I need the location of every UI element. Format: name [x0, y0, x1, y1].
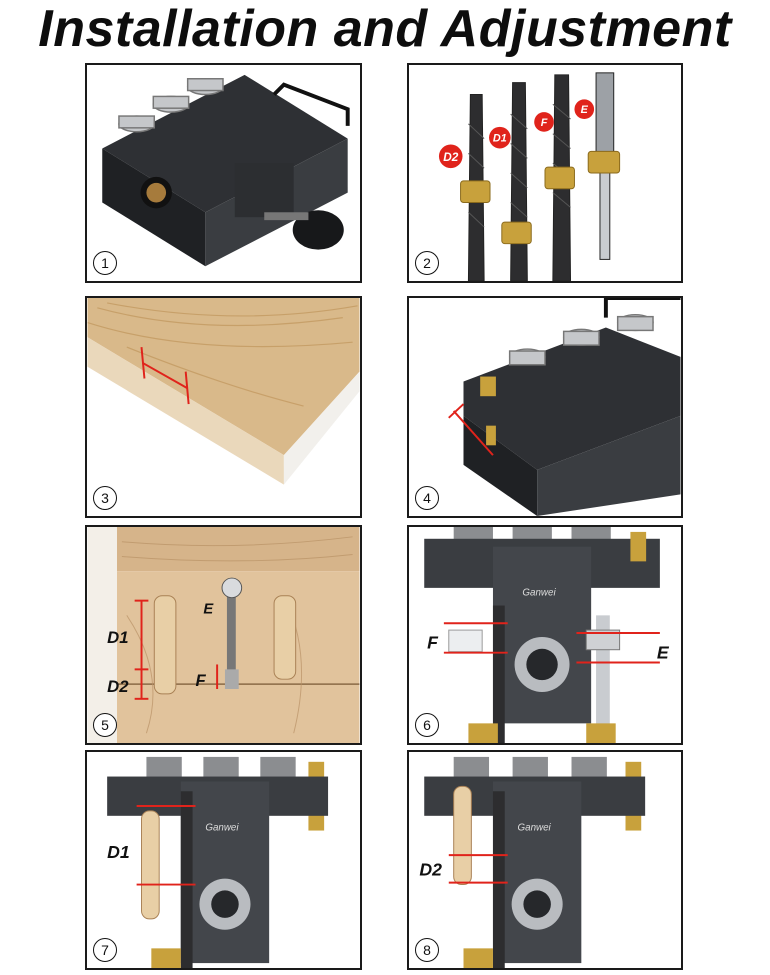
step-number-8: 8	[415, 938, 439, 962]
page-title: Installation and Adjustment	[38, 0, 732, 58]
panel-step-5: D1 D2 F E 5	[85, 525, 362, 745]
drill-bits-image: D2 D1 F E	[438, 72, 621, 281]
panel-step-8: Ganwei D2 8	[407, 750, 683, 970]
step2-e-label: E	[581, 104, 589, 116]
panel-step-7: Ganwei D1 7	[85, 750, 362, 970]
brand-text-step6: Ganwei	[522, 588, 556, 599]
panel-step-2: D2 D1 F E 2	[407, 63, 683, 283]
step-number-5: 5	[93, 713, 117, 737]
step8-d2-label: D2	[419, 860, 442, 880]
step5-f-label: F	[196, 671, 207, 690]
step-number-2: 2	[415, 251, 439, 275]
panel-step-4: 4	[407, 296, 683, 518]
step2-d1-label: D1	[493, 133, 507, 145]
step6-f-label: F	[427, 633, 439, 653]
jig-front-d1-image: Ganwei D1	[107, 756, 329, 968]
step5-e-label: E	[203, 601, 214, 617]
panel-step-3: 3	[85, 296, 362, 518]
step2-d2-label: D2	[443, 151, 458, 164]
brand-text-step8: Ganwei	[518, 823, 552, 834]
step7-d1-label: D1	[107, 842, 130, 862]
step5-d1-label: D1	[107, 628, 128, 647]
jig-front-f-e-image: Ganwei F E	[424, 527, 670, 743]
panel-step-6: Ganwei F E 6	[407, 525, 683, 745]
board-edge-image	[87, 298, 360, 485]
brand-text-step7: Ganwei	[205, 823, 239, 834]
step5-d2-label: D2	[107, 677, 129, 696]
step2-f-label: F	[541, 117, 548, 129]
step-number-1: 1	[93, 251, 117, 275]
jig-on-edge-image	[448, 298, 681, 516]
step-number-4: 4	[415, 486, 439, 510]
step6-e-label: E	[657, 643, 670, 663]
step-number-6: 6	[415, 713, 439, 737]
panel-step-1: 1	[85, 63, 362, 283]
jig-assembly-image	[102, 74, 350, 267]
jig-front-d2-image: Ganwei D2	[419, 756, 646, 968]
step-number-7: 7	[93, 938, 117, 962]
step-number-3: 3	[93, 486, 117, 510]
dowel-joint-image: D1 D2 F E	[87, 527, 360, 743]
